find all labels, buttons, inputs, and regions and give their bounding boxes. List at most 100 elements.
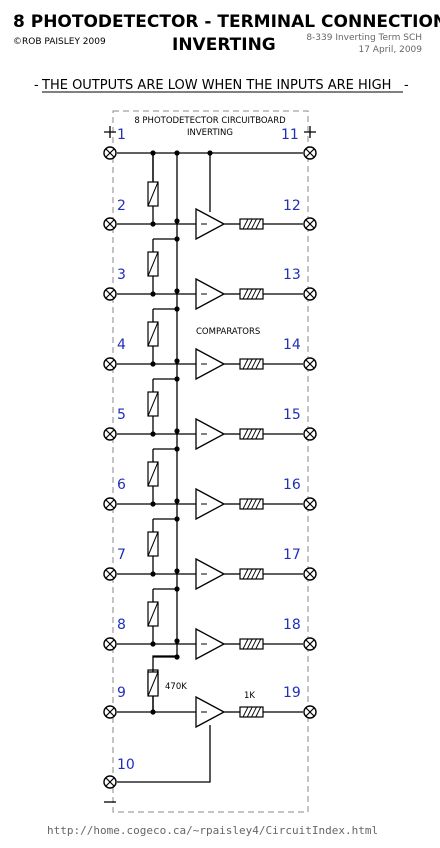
resistor-hatch: [242, 638, 249, 650]
junction-dot: [174, 358, 180, 364]
terminal-10-cross: [105, 777, 115, 787]
comparator-icon: [195, 347, 226, 381]
terminal-label-16: 16: [283, 477, 301, 493]
terminal-label-18: 18: [283, 617, 301, 633]
comparator-icon: [195, 277, 226, 311]
terminal-19-cross: [305, 707, 315, 717]
junction-dot: [150, 571, 156, 577]
junction-dot: [150, 291, 156, 297]
resistor-470k-label: 470K: [165, 682, 187, 692]
terminal-18-cross: [305, 639, 315, 649]
resistor-hatch: [251, 358, 257, 370]
terminal-label-13: 13: [283, 267, 301, 283]
junction-dot: [150, 221, 156, 227]
terminal-label-10: 10: [117, 757, 135, 773]
drawing-date: 17 April, 2009: [358, 45, 422, 55]
junction-dot: [174, 306, 180, 312]
resistor-hatch: [255, 568, 262, 580]
resistor-hatch: [255, 498, 262, 510]
junction-dot: [174, 498, 180, 504]
junction-dot: [174, 218, 180, 224]
junction-dot: [174, 654, 180, 660]
resistor-hatch: [255, 218, 262, 230]
terminal-label-14: 14: [283, 337, 301, 353]
footer-url[interactable]: http://home.cogeco.ca/~rpaisley4/Circuit…: [47, 824, 378, 837]
board-type-label: INVERTING: [187, 128, 233, 138]
junction-dot: [174, 446, 180, 452]
terminal-label-6: 6: [117, 477, 126, 493]
positive-supply-icon: [104, 126, 116, 138]
junction-dot: [174, 288, 180, 294]
banner-dash-right: -: [404, 78, 409, 93]
resistor-hatch: [255, 638, 262, 650]
circuit-board-outline: [112, 110, 309, 813]
resistor-hatch: [147, 251, 159, 277]
author-credit: ©ROB PAISLEY 2009: [13, 37, 106, 47]
resistor-hatch: [251, 498, 257, 510]
resistor-hatch: [242, 218, 249, 230]
resistor-hatch: [255, 288, 262, 300]
junction-dot: [174, 638, 180, 644]
resistor-hatch: [242, 706, 249, 718]
comparator-icon: [195, 207, 226, 241]
junction-dot: [150, 501, 156, 507]
terminal-label-3: 3: [117, 267, 126, 283]
junction-dot: [174, 428, 180, 434]
resistor-hatch: [251, 706, 257, 718]
junction-dot: [174, 150, 180, 156]
terminal-label-5: 5: [117, 407, 126, 423]
ground-return: [117, 725, 211, 783]
terminal-label-17: 17: [283, 547, 301, 563]
resistor-hatch: [255, 428, 262, 440]
resistor-hatch: [147, 531, 159, 557]
drawing-reference: 8-339 Inverting Term SCH: [306, 33, 422, 43]
positive-supply-icon: [304, 126, 316, 138]
resistor-hatch: [251, 288, 257, 300]
junction-dot: [150, 431, 156, 437]
resistor-1k-label: 1K: [244, 691, 255, 701]
resistor-hatch: [251, 638, 257, 650]
terminal-17-cross: [305, 569, 315, 579]
resistor-hatch: [246, 638, 253, 650]
terminal-12-cross: [305, 219, 315, 229]
channel-group: [103, 146, 317, 789]
terminal-8-cross: [105, 639, 115, 649]
comparators-label: COMPARATORS: [196, 327, 260, 337]
resistor-hatch: [246, 428, 253, 440]
resistor-hatch: [147, 181, 159, 207]
resistor-hatch: [147, 321, 159, 347]
resistor-hatch: [242, 428, 249, 440]
resistor-hatch: [246, 358, 253, 370]
resistor-hatch: [242, 358, 249, 370]
junction-dot: [207, 150, 213, 156]
resistor-hatch: [251, 218, 257, 230]
resistor-hatch: [242, 568, 249, 580]
resistor-hatch: [246, 498, 253, 510]
resistor-hatch: [147, 601, 159, 627]
terminal-label-9: 9: [117, 685, 126, 701]
resistor-hatch: [255, 706, 262, 718]
terminal-5-cross: [105, 429, 115, 439]
comparator-icon: [195, 417, 226, 451]
terminal-3-cross: [105, 289, 115, 299]
comparator-icon: [195, 695, 226, 729]
terminal-label-2: 2: [117, 198, 126, 214]
terminal-label-19: 19: [283, 685, 301, 701]
resistor-hatch: [246, 288, 253, 300]
resistor-hatch: [147, 461, 159, 487]
terminal-14-cross: [305, 359, 315, 369]
comparator-icon: [195, 487, 226, 521]
junction-dot: [150, 150, 156, 156]
page-subtitle: INVERTING: [172, 35, 276, 55]
resistor-hatch: [147, 391, 159, 417]
junction-dot: [150, 361, 156, 367]
comparator-icon: [195, 627, 226, 661]
terminal-7-cross: [105, 569, 115, 579]
junction-dot: [174, 586, 180, 592]
terminal-11-cross: [305, 148, 315, 158]
junction-dot: [174, 516, 180, 522]
page-title: 8 PHOTODETECTOR - TERMINAL CONNECTIONS: [13, 12, 440, 32]
comparator-icon: [195, 557, 226, 591]
terminal-label-1: 1: [117, 127, 126, 143]
board-label: 8 PHOTODETECTOR CIRCUITBOARD: [134, 116, 286, 126]
